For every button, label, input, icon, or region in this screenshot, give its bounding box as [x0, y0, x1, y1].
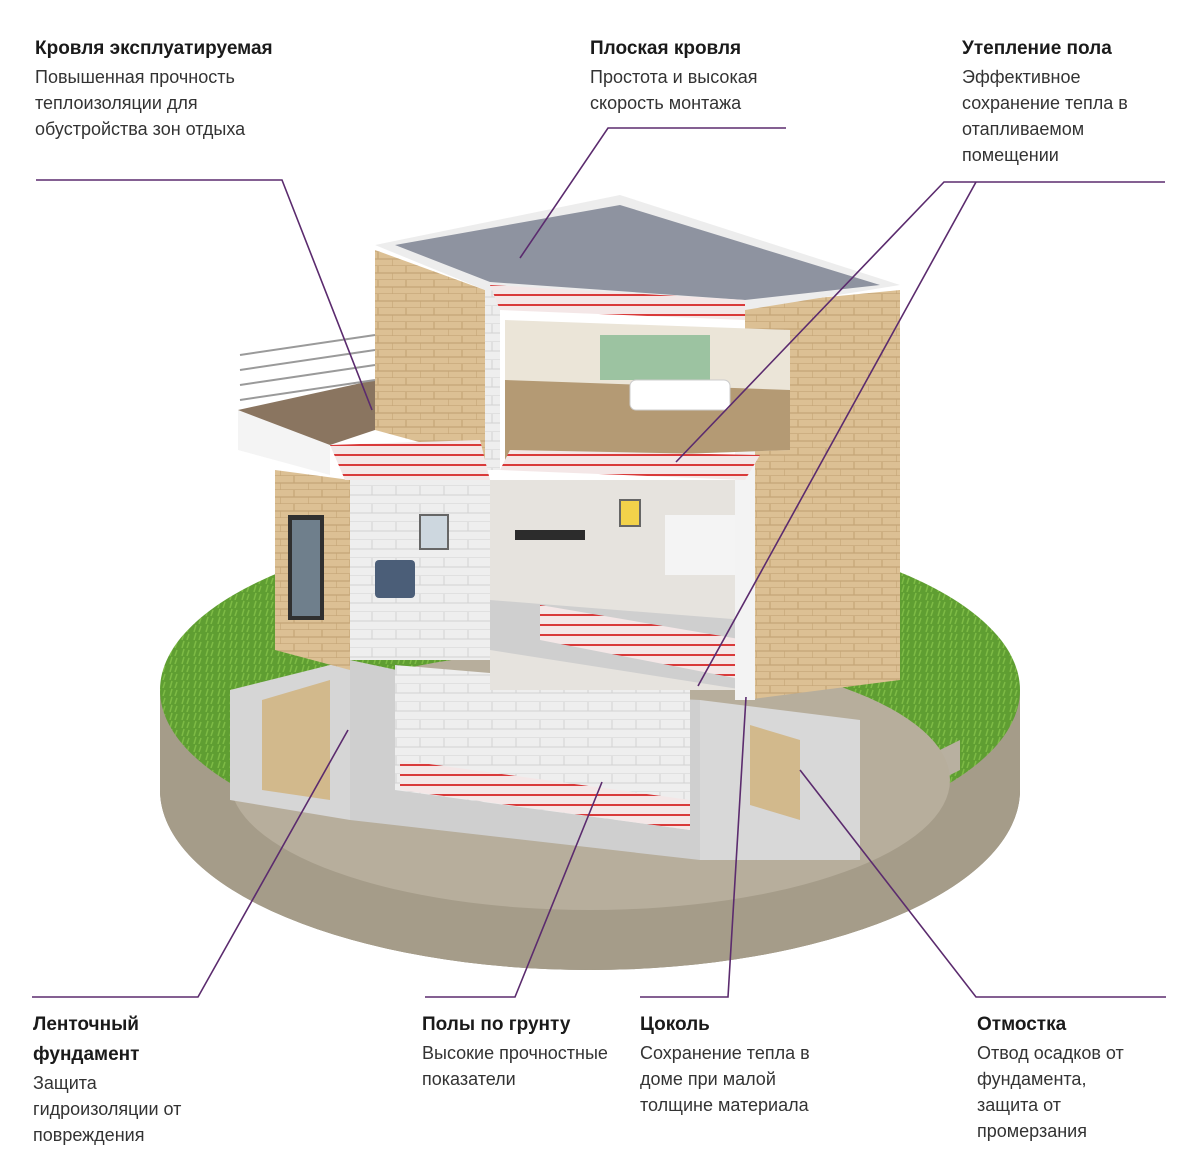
callout-desc: Сохранение тепла в доме при малой толщин…: [640, 1043, 810, 1115]
callout-blind-area: Отмостка Отвод осадков от фундамента, за…: [977, 1010, 1152, 1144]
callout-desc: Простота и высокая скорость монтажа: [590, 67, 758, 113]
callout-plinth: Цоколь Сохранение тепла в доме при малой…: [640, 1010, 850, 1118]
terrace: [238, 334, 490, 480]
callout-strip-foundation: Ленточный фундамент Защита гидроизоляции…: [33, 1010, 198, 1148]
leader-ground-floors: [425, 781, 603, 998]
leader-flat-roof: [519, 127, 786, 259]
leader-roof-exploitable: [36, 179, 373, 411]
ground-floor: [275, 470, 745, 690]
callout-desc: Защита гидроизоляции от повреждения: [33, 1073, 182, 1145]
foundation-block: [230, 660, 860, 860]
callout-roof-exploitable: Кровля эксплуатируемая Повышенная прочно…: [35, 34, 285, 142]
callout-title: Полы по грунту: [422, 1014, 571, 1035]
leader-floor-insulation-upper: [675, 181, 1165, 463]
callout-leaders: [32, 127, 1166, 998]
callout-desc: Эффективное сохранение тепла в отапливае…: [962, 67, 1128, 165]
upper-floor: [375, 250, 790, 480]
callout-desc: Повышенная прочность теплоизоляции для о…: [35, 67, 246, 139]
leader-strip-foundation: [32, 729, 349, 998]
callout-title: Цоколь: [640, 1014, 710, 1035]
flat-roof-deck: [375, 195, 900, 320]
callout-title: Кровля эксплуатируемая: [35, 38, 273, 59]
callout-desc: Высокие прочностные показатели: [422, 1043, 608, 1089]
callout-title: Отмостка: [977, 1014, 1067, 1035]
leader-floor-insulation-lower: [697, 181, 977, 687]
callout-floor-insulation: Утепление пола Эффективное сохранение те…: [962, 34, 1147, 168]
callout-flat-roof: Плоская кровля Простота и высокая скорос…: [590, 34, 795, 116]
callout-title: Ленточный фундамент: [33, 1014, 140, 1065]
callout-ground-floors: Полы по грунту Высокие прочностные показ…: [422, 1010, 622, 1092]
leader-plinth: [640, 696, 747, 998]
callout-desc: Отвод осадков от фундамента, защита от п…: [977, 1043, 1124, 1141]
leader-blind-area: [799, 769, 1166, 998]
callout-title: Плоская кровля: [590, 38, 742, 59]
callout-title: Утепление пола: [962, 38, 1112, 59]
